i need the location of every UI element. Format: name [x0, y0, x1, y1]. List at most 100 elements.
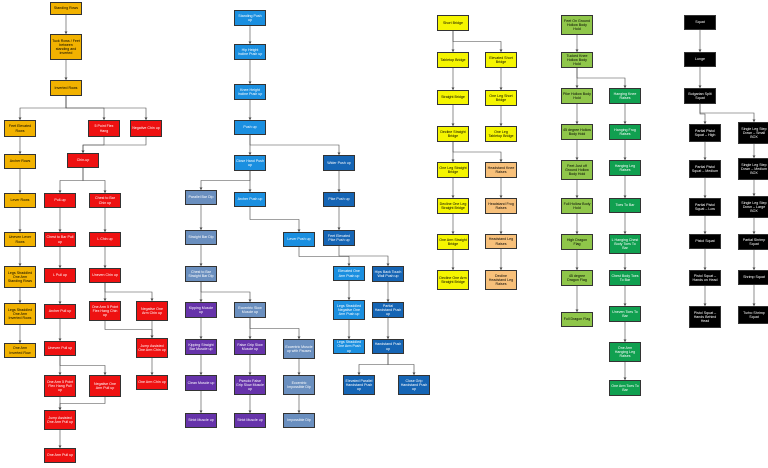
node-headstand-frog-raises[interactable]: Headstand Frog Raises [485, 198, 517, 214]
node-full-hollow-body-hold[interactable]: Full Hollow Body Hold [561, 198, 593, 214]
node-headstand-knee-raises[interactable]: Headstand Knee Raises [485, 162, 517, 178]
node-l-pull-up[interactable]: L Pull up [44, 268, 76, 283]
node-bulgarian-split-squat[interactable]: Bulgarian Split Squat [684, 88, 716, 104]
node-standing-rows[interactable]: Standing Rows [50, 2, 82, 15]
node-handstand-push-up[interactable]: Handstand Push up [372, 339, 404, 354]
node-lever-push-up[interactable]: Lever Push up [283, 232, 315, 247]
node-partial-shrimp-squat[interactable]: Partial Shrimp Squat [738, 234, 768, 250]
node-hanging-knee-raises[interactable]: Hanging Knee Raises [609, 88, 641, 104]
node-pike-push-up[interactable]: Pike Push up [323, 192, 355, 207]
node-eccentric-muscle-up-pauses[interactable]: Eccentric Muscle up with Pauses [283, 339, 315, 359]
node-negative-one-arm-chin-up[interactable]: Negative One Arm Chin up [136, 301, 168, 321]
node-chest-to-bar-straight-bar-dip[interactable]: Chest to Bar Straight Bar Dip [185, 266, 217, 282]
node-feet-elevated-pike-push-up[interactable]: Feet Elevated Pike Push up [323, 230, 355, 246]
node-turbo-shrimp-squat[interactable]: Turbo Shrimp Squat [738, 306, 768, 324]
node-eccentric-impossible-dip[interactable]: Eccentric Impossible Dip [283, 375, 315, 395]
node-one-arm-push-up[interactable]: Legs Straddled One Arm Push up [333, 339, 365, 354]
node-close-grip-handstand-push-up[interactable]: Close Grip Handstand Push up [398, 375, 430, 395]
node-decline-one-arm-straight-bridge[interactable]: Decline One Arm Straight Bridge [437, 270, 469, 290]
node-chin-up[interactable]: Chin-up [67, 153, 99, 168]
node-elevated-short-bridge[interactable]: Elevated Short Bridge [485, 52, 517, 68]
node-one-leg-tabletop-bridge[interactable]: One Leg Tabletop Bridge [485, 126, 517, 142]
node-one-arm-pull-up[interactable]: One Arm Pull up [44, 448, 76, 463]
node-pistol-squat-hands-behind-head[interactable]: Pistol Squat – Hands Behind Head [689, 306, 721, 328]
node-uneven-toes-to-bar[interactable]: Uneven Toes To Bar [609, 306, 641, 322]
node-lever-rows[interactable]: Lever Rows [4, 193, 36, 208]
node-inverted-rows[interactable]: Inverted Rows [50, 80, 82, 96]
node-high-dragon-flag[interactable]: High Dragon Flag [561, 234, 593, 250]
node-feet-just-off-ground-hollow-body-hold[interactable]: Feet Just off Ground Hollow Body Hold [561, 160, 593, 180]
node-uneven-chin-up[interactable]: Uneven Chin up [89, 268, 121, 283]
node-partial-pistol-squat-high[interactable]: Partial Pistol Squat – High [689, 124, 721, 142]
node-pseudo-false-grip-muscle-up[interactable]: Pseudo False Grip Slow Muscle up [234, 375, 266, 395]
node-decline-one-leg-straight-bridge[interactable]: Decline One Leg Straight Bridge [437, 198, 469, 214]
node-one-leg-short-bridge[interactable]: One Leg Short Bridge [485, 90, 517, 106]
node-uneven-pull-up[interactable]: Uneven Pull up [44, 341, 76, 356]
node-chest-to-bar-chin-up[interactable]: Chest to Bar Chin up [89, 193, 121, 208]
node-feet-on-ground-hollow-body-hold[interactable]: Feet On Ground Hollow Body Hold [561, 15, 593, 35]
node-negative-chin-up[interactable]: Negative Chin up [130, 120, 162, 137]
node-jump-assisted-one-arm-chin-up[interactable]: Jump Assisted One Arm Chin up [136, 338, 168, 358]
node-l-hanging-toes-to-bar[interactable]: L Hanging Chest Body Toes To Bar [609, 234, 641, 254]
node-tabletop-bridge[interactable]: Tabletop Bridge [437, 52, 469, 68]
node-wall-push-up[interactable]: Hips Back Touch Wall Push up [372, 266, 404, 282]
node-uneven-lever-rows[interactable]: Uneven Lever Rows [4, 232, 36, 247]
node-straight-bar-dip[interactable]: Straight Bar Dip [185, 230, 217, 245]
node-one-arm-inverted-rows[interactable]: Legs Straddled One Arm Inverted Rows [4, 303, 36, 325]
node-pull-up[interactable]: Pull-up [44, 193, 76, 208]
node-one-arm-inverted-row[interactable]: One Arm Inverted Row [4, 343, 36, 358]
node-toes-to-bar[interactable]: Toes To Bar [609, 198, 641, 213]
node-one-arm-toes-to-bar[interactable]: One Arm Toes To Bar [609, 380, 641, 396]
node-elevated-handstand-push-up[interactable]: Elevated Parallel Handstand Push up [343, 375, 375, 395]
node-chest-body-toes-to-bar[interactable]: Chest Body Toes To Bar [609, 270, 641, 286]
node-45-degree-hollow-body-hold[interactable]: 45 degree Hollow Body Hold [561, 124, 593, 140]
node-full-dragon-flag[interactable]: Full Dragon Flag [561, 312, 593, 327]
node-knee-height-incline-push-up[interactable]: Knee Height Incline Push up [234, 84, 266, 100]
node-hanging-leg-raises[interactable]: Hanging Leg Raises [609, 160, 641, 176]
node-one-leg-straight-bridge[interactable]: One Leg Straight Bridge [437, 162, 469, 178]
node-pistol-squat[interactable]: Pistol Squat [689, 234, 721, 249]
node-hanging-frog-raises[interactable]: Hanging Frog Raises [609, 124, 641, 140]
node-short-bridge[interactable]: Short Bridge [437, 15, 469, 31]
node-negative-one-arm-pull-up[interactable]: Negative One Arm Pull up [89, 375, 121, 397]
node-5-point-flex-hang[interactable]: 5 Point Flex Hang [88, 120, 120, 137]
node-impossible-dip[interactable]: Impossible Dip [283, 413, 315, 428]
node-pistol-squat-hands-on-head[interactable]: Pistol Squat – Hands on Head [689, 270, 721, 286]
node-lunge[interactable]: Lunge [684, 52, 716, 67]
node-feet-elevated-rows[interactable]: Feet Elevated Rows [4, 120, 36, 137]
node-one-arm-chin-up[interactable]: One Arm Chin up [136, 375, 168, 390]
node-wider-push-up[interactable]: Wider Push up [323, 155, 355, 171]
node-strict-muscle-up-2[interactable]: Strict Muscle up [234, 413, 266, 428]
node-strict-muscle-up[interactable]: Strict Muscle up [185, 413, 217, 428]
node-hip-height-incline-push-up[interactable]: Hip Height Incline Push up [234, 44, 266, 60]
node-standing-push-up[interactable]: Standing Push up [234, 10, 266, 26]
node-straight-bridge[interactable]: Straight Bridge [437, 90, 469, 105]
node-partial-handstand-push-up[interactable]: Partial Handstand Push up [372, 302, 404, 318]
node-shrimp-squat[interactable]: Shrimp Squat [738, 270, 768, 285]
node-tuck-rows[interactable]: Tuck Rows / Feet between standing and in… [50, 34, 82, 60]
node-squat[interactable]: Squat [684, 15, 716, 30]
node-archer-pull-up[interactable]: Archer Pull up [44, 304, 76, 319]
node-headstand-leg-raises[interactable]: Headstand Leg Raises [485, 234, 517, 249]
node-45-degree-dragon-flag[interactable]: 45 degree Dragon Flag [561, 270, 593, 286]
node-decline-straight-bridge[interactable]: Decline Straight Bridge [437, 126, 469, 142]
node-one-arm-straight-bridge[interactable]: One Arm Straight Bridge [437, 234, 469, 250]
node-eccentric-slow-muscle-up[interactable]: Eccentric Slow Muscle up [234, 302, 266, 318]
node-step-down-small-box[interactable]: Single Leg Step Down – Small BOX [738, 122, 768, 144]
node-close-hand-push-up[interactable]: Close Hand Push up [234, 155, 266, 171]
node-pike-hollow-body-hold[interactable]: Pike Hollow Body Hold [561, 88, 593, 104]
node-decline-headstand-leg-raises[interactable]: Decline Headstand Leg Raises [485, 270, 517, 290]
node-one-arm-standing-rows[interactable]: Legs Straddled One Arm Standing Rows [4, 266, 36, 288]
node-chest-to-bar-pull-up[interactable]: Chest to Bar Pull up [44, 232, 76, 247]
node-one-arm-flex-hang-pull-up[interactable]: One Arm 5 Point Flex Hang Pull up [44, 375, 76, 397]
node-clean-muscle-up[interactable]: Clean Muscle up [185, 375, 217, 391]
node-one-arm-hanging-leg-raises[interactable]: One Arm Hanging Leg Raises [609, 342, 641, 362]
node-l-chin-up[interactable]: L Chin up [89, 232, 121, 247]
node-parallel-bar-dip[interactable]: Parallel Bar Dip [185, 190, 217, 205]
node-push-up[interactable]: Push up [234, 120, 266, 135]
node-archer-push-up[interactable]: Archer Push up [234, 192, 266, 207]
node-partial-pistol-squat-medium[interactable]: Partial Pistol Squat – Medium [689, 160, 721, 178]
node-partial-pistol-squat-low[interactable]: Partial Pistol Squat – Low [689, 198, 721, 216]
node-negative-one-arm-push-up[interactable]: Legs Straddled Negative One Arm Push up [333, 300, 365, 320]
node-jump-assisted-one-arm-pull-up[interactable]: Jump Assisted One Arm Pull up [44, 410, 76, 430]
